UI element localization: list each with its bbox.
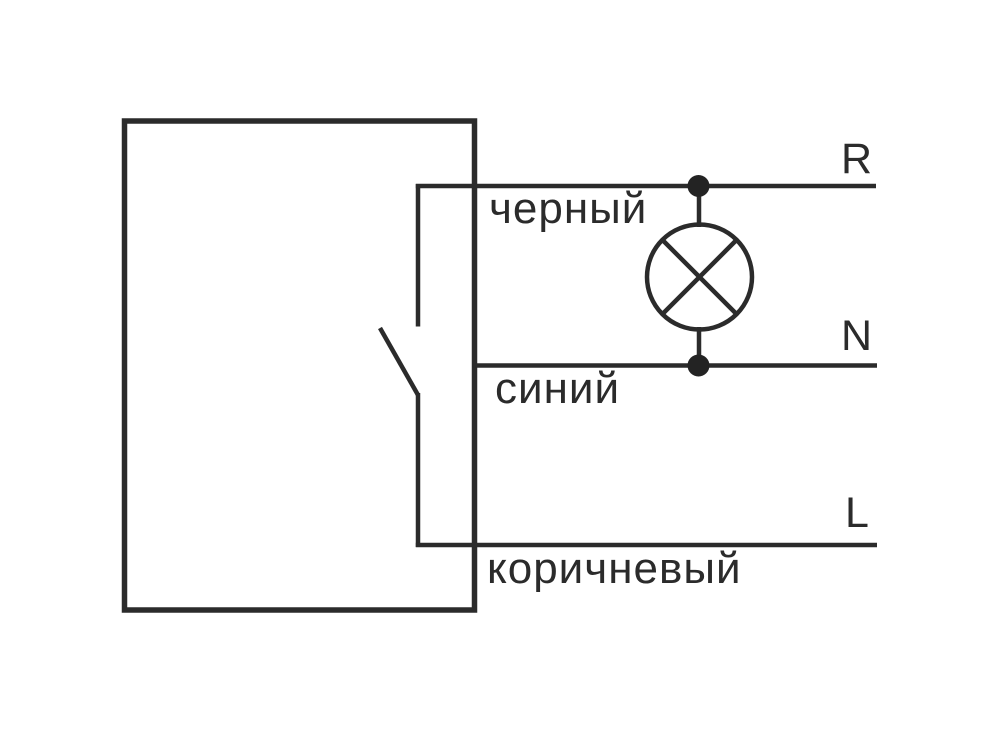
junction-dot-bottom: [687, 354, 710, 377]
terminal-label-l: L: [845, 489, 869, 537]
terminal-label-n: N: [841, 312, 872, 360]
switch-icon: [378, 184, 421, 547]
junction-dot-top: [687, 175, 710, 197]
lamp-icon: [644, 186, 755, 366]
wire-label-blue: синий: [495, 364, 620, 413]
terminal-label-r: R: [841, 135, 872, 183]
wire-label-black: черный: [489, 184, 647, 233]
lamp-circle: [644, 222, 755, 332]
wire-label-brown: коричневый: [487, 544, 742, 593]
lamp-cross-line-2: [660, 238, 739, 316]
switch-lever: [378, 326, 420, 397]
device-box: [121, 118, 478, 613]
